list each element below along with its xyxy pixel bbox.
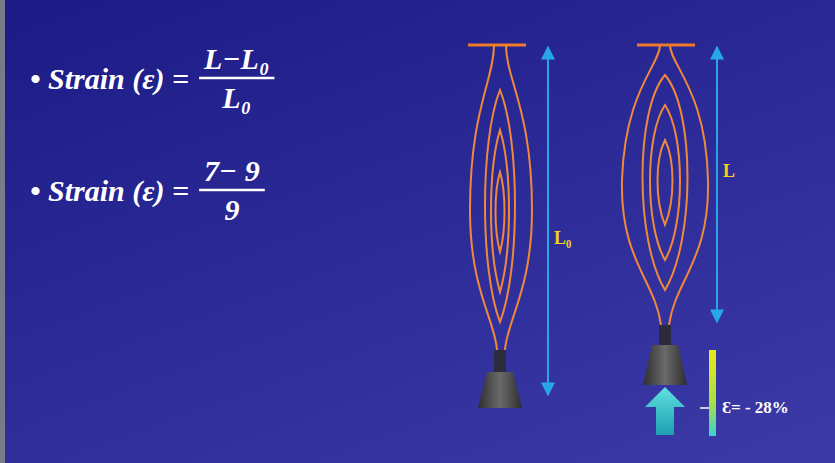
shortening-arrow xyxy=(645,387,685,435)
strain-value: Ɛ= - 28% xyxy=(722,399,789,418)
fraction-denominator: L₀ xyxy=(222,81,251,114)
weight xyxy=(478,372,522,408)
tendon xyxy=(659,325,671,345)
length-arrow xyxy=(716,47,718,322)
shortening-bar xyxy=(709,350,716,436)
length-arrow xyxy=(547,47,549,395)
fraction-numerator: 7− 9 xyxy=(204,154,260,187)
length-label: L xyxy=(723,162,735,182)
weight xyxy=(643,345,687,385)
fraction-bar xyxy=(199,77,274,80)
formula-lead: • Strain (ε) = xyxy=(30,62,189,95)
relaxed-muscle xyxy=(468,45,532,350)
contracted-muscle xyxy=(622,45,708,325)
edge-strip xyxy=(0,0,5,463)
length-label: L₀ xyxy=(554,229,571,249)
fraction-bar xyxy=(199,189,265,192)
formula-lead: • Strain (ε) = xyxy=(30,174,189,207)
fraction-denominator: 9 xyxy=(224,193,239,226)
tick xyxy=(700,407,709,409)
tendon xyxy=(494,350,506,372)
fraction-numerator: L−L₀ xyxy=(204,42,269,75)
